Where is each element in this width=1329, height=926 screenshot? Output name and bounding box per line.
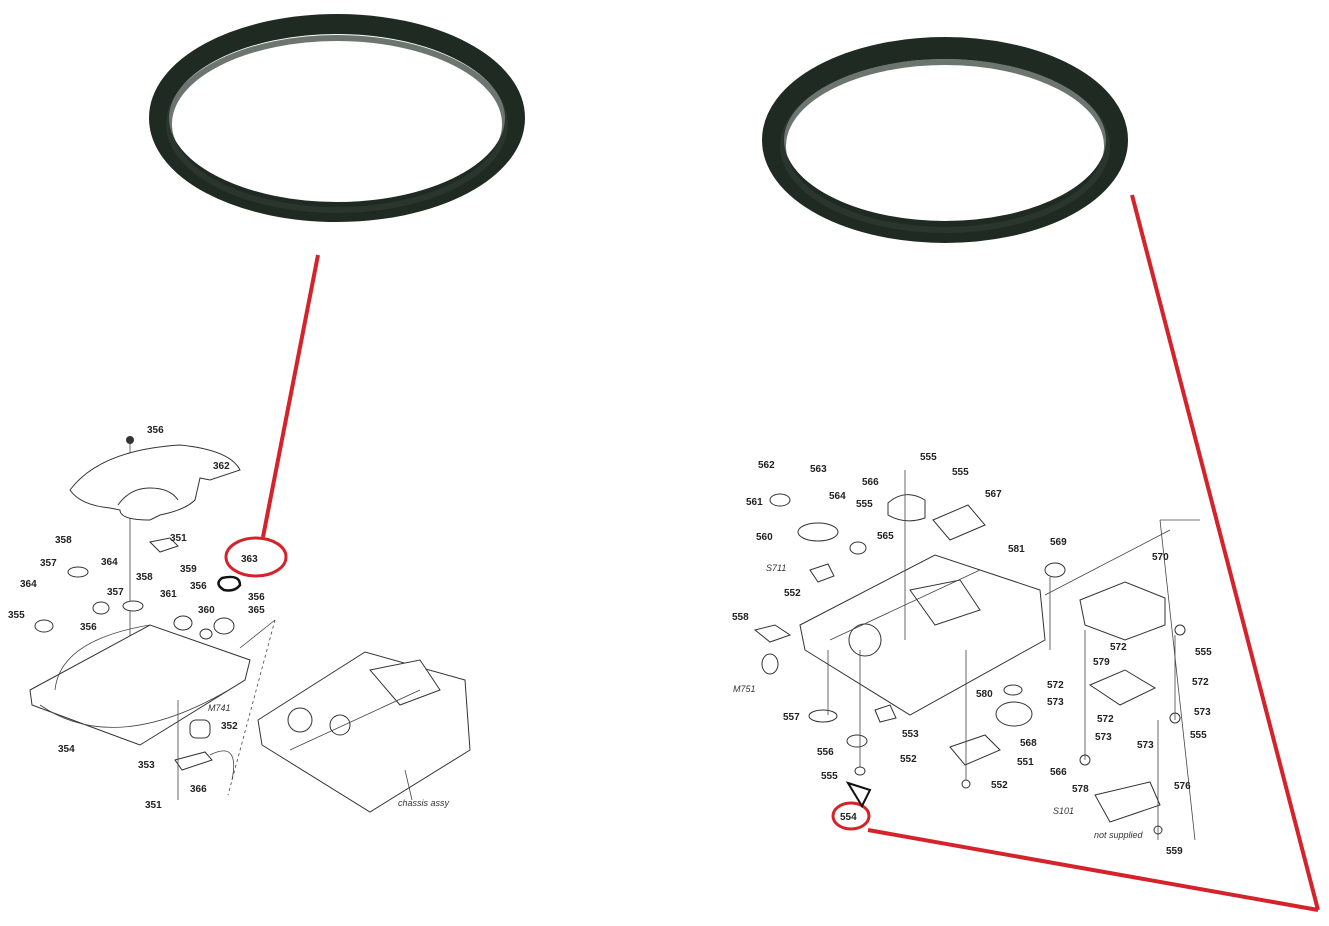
part-label: 356 [147, 425, 164, 436]
part-label: 353 [138, 760, 155, 771]
part-label: 579 [1093, 657, 1110, 668]
part-label: 551 [1017, 757, 1034, 768]
part-label: 568 [1020, 738, 1037, 749]
part-label: 566 [1050, 767, 1067, 778]
part-label: 364 [20, 579, 37, 590]
part-label: 576 [1174, 781, 1191, 792]
part-label: 364 [101, 557, 118, 568]
callout-lines [224, 194, 1320, 912]
part-label: 351 [145, 800, 162, 811]
part-label: 573 [1137, 740, 1154, 751]
part-label: 365 [248, 605, 265, 616]
right-exploded-diagram: 562 563 566 555 555 561 564 555 567 560 … [732, 452, 1212, 857]
part-label: 355 [8, 610, 25, 621]
part-label: 359 [180, 564, 197, 575]
part-label: 578 [1072, 784, 1089, 795]
part-label: 557 [783, 712, 800, 723]
part-label: 362 [213, 461, 230, 472]
part-label: 552 [991, 780, 1008, 791]
part-label: S101 [1053, 806, 1074, 816]
part-label: M741 [208, 703, 231, 713]
part-label: 357 [107, 587, 124, 598]
part-label: 358 [55, 535, 72, 546]
part-label: 555 [1195, 647, 1212, 658]
part-label: 581 [1008, 544, 1025, 555]
part-label: 553 [902, 729, 919, 740]
part-label: 570 [1152, 552, 1169, 563]
callout-circle-363 [224, 536, 288, 578]
part-label: 555 [952, 467, 969, 478]
part-label: 565 [877, 531, 894, 542]
part-label: 561 [746, 497, 763, 508]
part-label: 555 [821, 771, 838, 782]
part-label: 572 [1192, 677, 1209, 688]
part-label: M751 [733, 684, 756, 694]
drive-belt-right [762, 37, 1128, 243]
part-label: 352 [221, 721, 238, 732]
part-label: 566 [862, 477, 879, 488]
part-label: 567 [985, 489, 1002, 500]
part-label: 559 [1166, 846, 1183, 857]
part-label: 555 [920, 452, 937, 463]
part-label: 556 [817, 747, 834, 758]
part-label: 569 [1050, 537, 1067, 548]
part-label: 552 [784, 588, 801, 599]
part-label: 573 [1194, 707, 1211, 718]
part-label: 356 [190, 581, 207, 592]
part-label: 580 [976, 689, 993, 700]
not-supplied-label: not supplied [1094, 830, 1144, 840]
part-label: 563 [810, 464, 827, 475]
part-label: 360 [198, 605, 215, 616]
part-label: 572 [1110, 642, 1127, 653]
part-label: 351 [170, 533, 187, 544]
part-label: 573 [1047, 697, 1064, 708]
part-label: 560 [756, 532, 773, 543]
left-exploded-diagram: 356 362 351 358 357 364 359 358 364 357 … [8, 425, 471, 813]
part-label: 573 [1095, 732, 1112, 743]
part-label: 558 [732, 612, 749, 623]
part-label: 572 [1097, 714, 1114, 725]
part-label: 356 [80, 622, 97, 633]
part-label: 361 [160, 589, 177, 600]
part-label: 555 [856, 499, 873, 510]
part-label: 552 [900, 754, 917, 765]
part-label: 572 [1047, 680, 1064, 691]
part-label: 354 [58, 744, 75, 755]
chassis-label: chassis assy [398, 798, 450, 808]
part-label: 555 [1190, 730, 1207, 741]
part-label: 366 [190, 784, 207, 795]
part-label: 357 [40, 558, 57, 569]
callout-circle-554 [831, 801, 871, 831]
highlighted-part-label: 363 [241, 554, 258, 565]
part-label: 564 [829, 491, 846, 502]
part-label: 358 [136, 572, 153, 583]
highlighted-part-label: 554 [840, 812, 857, 823]
part-label: 562 [758, 460, 775, 471]
part-label: 356 [248, 592, 265, 603]
drive-belt-left [149, 14, 525, 222]
part-label: S711 [766, 563, 786, 573]
